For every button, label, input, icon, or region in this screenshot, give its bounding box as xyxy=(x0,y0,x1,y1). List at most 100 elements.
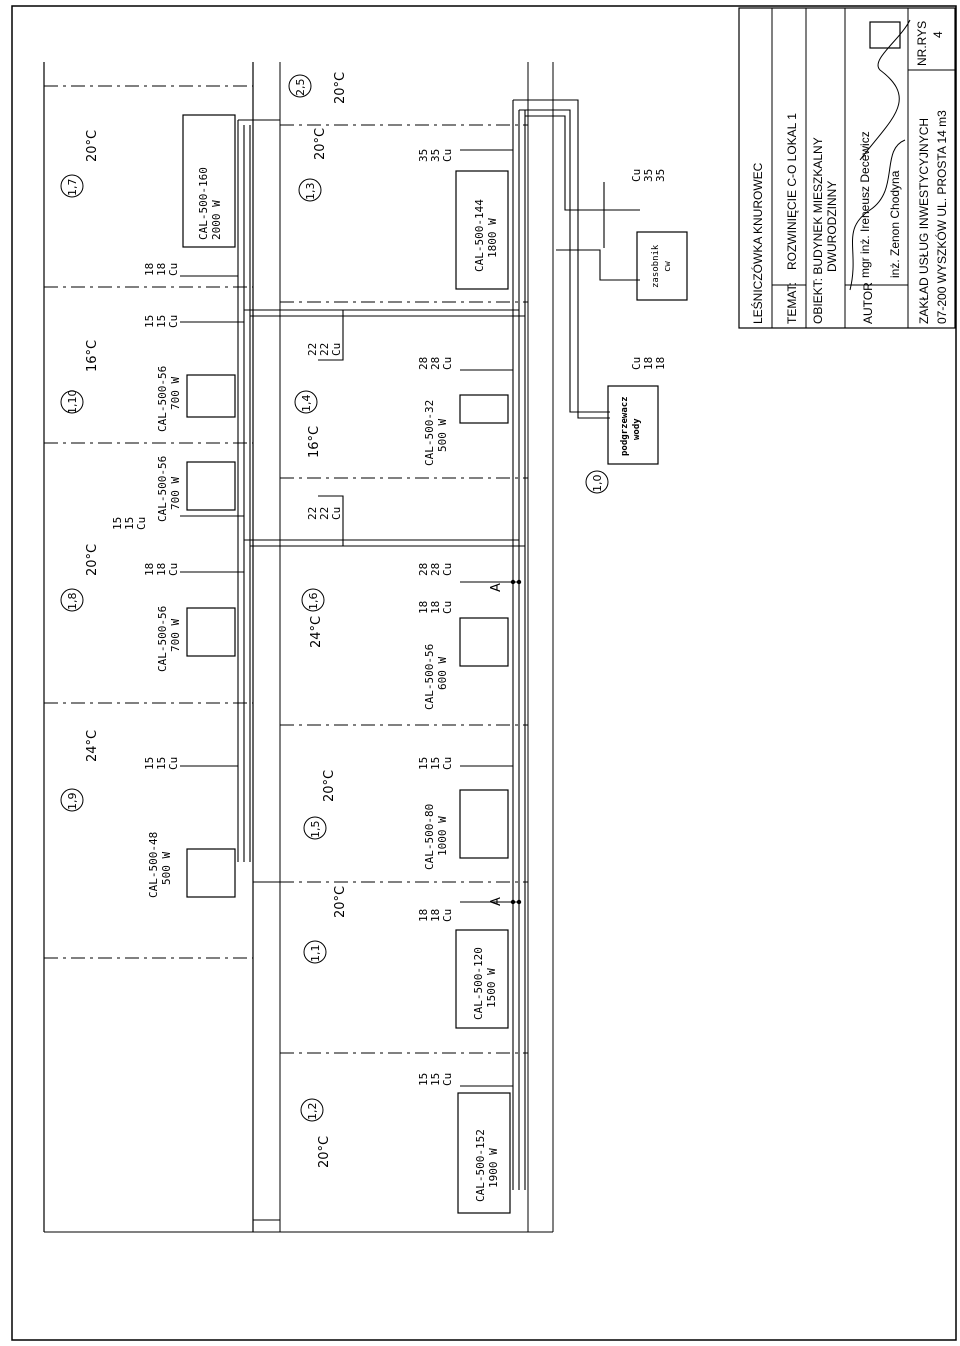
radiator-power: 500 W xyxy=(160,852,173,885)
room-id: 1,2 xyxy=(306,1103,319,1121)
svg-text:15: 15 xyxy=(155,757,168,770)
author-2: inż. Zenon Chodyna xyxy=(888,170,902,278)
radiator-box xyxy=(459,617,509,667)
svg-text:Cu: Cu xyxy=(135,517,148,530)
approval-stamp-mark xyxy=(869,21,901,49)
room-id: 1,9 xyxy=(66,793,79,811)
svg-text:Cu: Cu xyxy=(167,563,180,576)
svg-text:22: 22 xyxy=(306,343,319,356)
svg-text:28: 28 xyxy=(417,563,430,576)
room-id: 1,6 xyxy=(307,593,320,611)
svg-text:22: 22 xyxy=(318,343,331,356)
author-1: mgr inż. Ireneusz Decewicz xyxy=(858,131,872,278)
radiator-model: CAL-500-32 xyxy=(423,400,436,466)
topic-label: TEMAT: xyxy=(785,282,799,324)
tank-label: zasobnik xyxy=(651,244,661,288)
svg-text:Cu: Cu xyxy=(441,357,454,370)
svg-text:Cu: Cu xyxy=(441,563,454,576)
title-block: LEŚNICZÓWKA KNUROWEC TEMAT: ROZWINIĘCIE … xyxy=(738,7,956,329)
hot-water-tank xyxy=(636,231,688,301)
radiator-power: 1500 W xyxy=(485,968,498,1008)
radiator-power: 1900 W xyxy=(487,1148,500,1188)
radiator-box xyxy=(459,394,509,424)
radiator-box xyxy=(455,929,509,1029)
signature-scribble xyxy=(859,19,911,161)
radiator-box xyxy=(186,848,236,898)
water-heater xyxy=(607,385,659,465)
page-border xyxy=(11,5,957,1341)
svg-text:28: 28 xyxy=(417,357,430,370)
pipe-label: 15 15 Cu xyxy=(143,757,180,770)
equipment-labels: zasobnik cw podgrzewacz wody Cu 35 35 Cu… xyxy=(620,169,673,456)
investor-name: LEŚNICZÓWKA KNUROWEC xyxy=(750,162,765,324)
radiator-box xyxy=(459,789,509,859)
svg-text:35: 35 xyxy=(417,149,430,162)
author-label: AUTOR xyxy=(861,282,875,324)
radiator-model: CAL-500-56 xyxy=(156,456,169,522)
room-temp: 20°C xyxy=(85,130,100,162)
pipe-label: 15 15 Cu xyxy=(143,315,180,328)
svg-text:18: 18 xyxy=(155,563,168,576)
pipe-label: 28 28 Cu xyxy=(417,357,454,370)
radiator-model: CAL-500-48 xyxy=(147,832,160,898)
svg-text:28: 28 xyxy=(429,563,442,576)
room-temp: 24°C xyxy=(309,616,324,648)
svg-text:18: 18 xyxy=(417,601,430,614)
svg-text:18: 18 xyxy=(155,263,168,276)
room-id: 1,7 xyxy=(66,179,79,197)
svg-text:35: 35 xyxy=(429,149,442,162)
svg-text:18: 18 xyxy=(429,909,442,922)
room-id: 2,5 xyxy=(294,79,307,97)
radiator-model: CAL-500-80 xyxy=(423,804,436,870)
company-line1: ZAKŁAD USŁUG INWESTYCYJNYCH xyxy=(917,118,931,324)
object-line1: OBIEKT: BUDYNEK MIESZKALNY xyxy=(811,137,825,324)
room-id: 1,1 xyxy=(309,945,322,963)
svg-text:Cu: Cu xyxy=(167,263,180,276)
svg-text:28: 28 xyxy=(429,357,442,370)
heater-label: podgrzewacz xyxy=(620,396,630,456)
radiator-power: 1800 W xyxy=(486,218,499,258)
pipe-label: 35 35 Cu xyxy=(417,149,454,162)
radiator-box xyxy=(186,461,236,511)
tank-label-2: cw xyxy=(663,261,673,272)
radiator-box xyxy=(457,1092,511,1214)
pipe-label: 22 22 Cu xyxy=(306,343,343,356)
pipe-label: 18 18 Cu xyxy=(143,263,180,276)
svg-text:18: 18 xyxy=(654,357,667,370)
radiator-boxes xyxy=(182,114,511,1214)
radiator-box xyxy=(182,114,236,248)
svg-text:Cu: Cu xyxy=(441,757,454,770)
svg-text:15: 15 xyxy=(155,315,168,328)
drawing-no-label: NR.RYS xyxy=(915,21,929,66)
radiator-model: CAL-500-56 xyxy=(156,366,169,432)
svg-text:Cu: Cu xyxy=(441,149,454,162)
room-temp: 20°C xyxy=(333,72,348,104)
svg-text:15: 15 xyxy=(429,757,442,770)
svg-text:15: 15 xyxy=(111,517,124,530)
section-marker-a: A xyxy=(489,583,504,592)
radiator-power: 700 W xyxy=(169,619,182,652)
floor-grid xyxy=(43,62,554,1233)
room-temp: 20°C xyxy=(317,1136,332,1168)
signature-scribble xyxy=(849,139,906,291)
svg-text:15: 15 xyxy=(143,757,156,770)
svg-text:35: 35 xyxy=(654,169,667,182)
radiator-model: CAL-500-152 xyxy=(474,1129,487,1202)
pipe-label: 22 22 Cu xyxy=(306,507,343,520)
room-temp: 20°C xyxy=(322,770,337,802)
svg-text:Cu: Cu xyxy=(441,1073,454,1086)
heater-label-2: wody xyxy=(632,418,642,440)
radiator-power: 700 W xyxy=(169,477,182,510)
radiator-power: 600 W xyxy=(436,657,449,690)
svg-text:15: 15 xyxy=(429,1073,442,1086)
svg-text:18: 18 xyxy=(642,357,655,370)
room-temp: 20°C xyxy=(85,544,100,576)
pipe-label: 15 15 Cu xyxy=(417,1073,454,1086)
pipe-label: 18 18 Cu xyxy=(417,601,454,614)
svg-text:22: 22 xyxy=(306,507,319,520)
svg-text:Cu: Cu xyxy=(441,909,454,922)
radiator-model: CAL-500-56 xyxy=(156,606,169,672)
radiator-power: 1000 W xyxy=(436,816,449,856)
cu-top-label: Cu xyxy=(630,169,643,182)
